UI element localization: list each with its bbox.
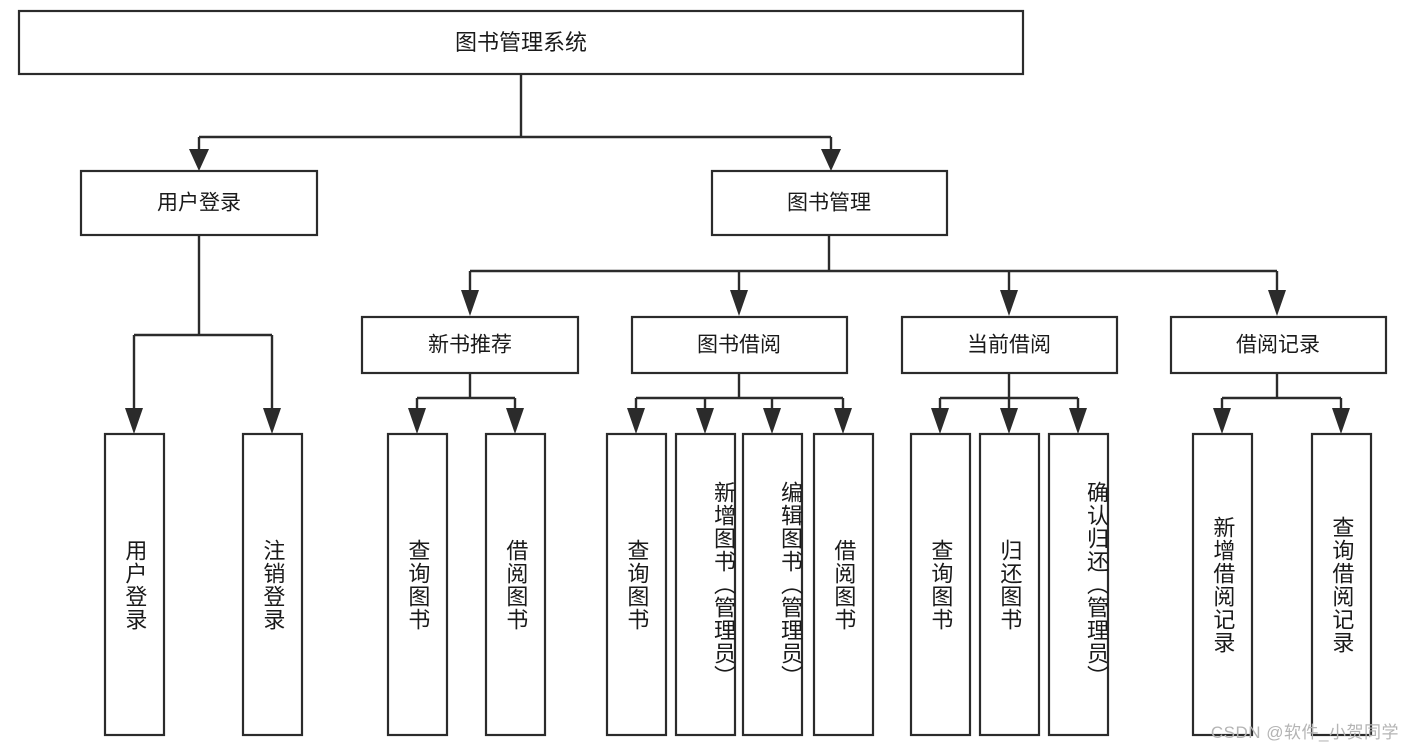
csdn-watermark: CSDN @软件_小贺同学 (1210, 723, 1399, 742)
connector-newbook-to-leaves (408, 373, 524, 434)
leaf-box-borrow-book-2[interactable] (812, 432, 875, 737)
arrow-head-icon (1332, 408, 1350, 434)
arrow-head-icon (931, 408, 949, 434)
node-new-book-recommend-box[interactable] (360, 315, 580, 375)
leaf-box-query-book-2[interactable] (605, 432, 668, 737)
node-book-borrow[interactable]: 图书借阅 (630, 315, 849, 375)
node-root-label: 图书管理系统 (455, 30, 587, 55)
arrow-head-icon (834, 408, 852, 434)
leaf-box-confirm-return[interactable] (1047, 432, 1110, 737)
arrow-head-icon (1213, 408, 1231, 434)
connector-bookmgmt-to-level3 (461, 236, 1286, 316)
arrow-head-icon (506, 408, 524, 434)
node-borrow-record-box[interactable] (1169, 315, 1388, 375)
leaf-box-add-record[interactable] (1191, 432, 1254, 737)
arrow-head-icon (1000, 290, 1018, 316)
node-root[interactable]: 图书管理系统 (17, 9, 1025, 76)
arrow-head-icon (696, 408, 714, 434)
node-book-borrow-label: 图书借阅 (697, 334, 781, 357)
arrow-head-icon (461, 290, 479, 316)
arrow-head-icon (821, 149, 841, 171)
node-book-borrow-box[interactable] (630, 315, 849, 375)
leaf-box-borrow-book-1[interactable] (484, 432, 547, 737)
node-new-book-recommend-label: 新书推荐 (428, 334, 512, 357)
node-user-login-box[interactable] (79, 169, 319, 237)
arrow-head-icon (408, 408, 426, 434)
connector-borrowrecord-to-leaves (1213, 373, 1350, 434)
arrow-head-icon (1069, 408, 1087, 434)
leaf-box-return-book[interactable] (978, 432, 1041, 737)
arrow-head-icon (189, 149, 209, 171)
arrow-head-icon (730, 290, 748, 316)
connector-currentborrow-to-leaves (931, 373, 1087, 434)
node-current-borrow[interactable]: 当前借阅 (900, 315, 1119, 375)
leaf-box-logout[interactable] (241, 432, 304, 737)
arrow-head-icon (763, 408, 781, 434)
leaf-box-user-login[interactable] (103, 432, 166, 737)
node-borrow-record[interactable]: 借阅记录 (1169, 315, 1388, 375)
connector-root-to-level2 (189, 74, 841, 171)
node-root-box[interactable] (17, 9, 1025, 76)
node-user-login[interactable]: 用户登录 (79, 169, 319, 237)
arrow-head-icon (125, 408, 143, 434)
node-book-management[interactable]: 图书管理 (710, 169, 949, 237)
leaf-box-edit-book[interactable] (741, 432, 804, 737)
arrow-head-icon (627, 408, 645, 434)
node-current-borrow-box[interactable] (900, 315, 1119, 375)
node-new-book-recommend[interactable]: 新书推荐 (360, 315, 580, 375)
leaf-box-add-book[interactable] (674, 432, 737, 737)
node-user-login-label: 用户登录 (157, 192, 241, 215)
connector-bookborrow-to-leaves (627, 373, 852, 434)
arrow-head-icon (1000, 408, 1018, 434)
leaf-box-query-book-3[interactable] (909, 432, 972, 737)
leaf-box-query-book-1[interactable] (386, 432, 449, 737)
node-book-management-box[interactable] (710, 169, 949, 237)
arrow-head-icon (1268, 290, 1286, 316)
connector-userlogin-to-leaves (125, 236, 281, 434)
node-book-management-label: 图书管理 (787, 192, 871, 215)
node-current-borrow-label: 当前借阅 (967, 334, 1051, 357)
leaf-boxes-group (103, 432, 1373, 737)
leaf-box-query-record[interactable] (1310, 432, 1373, 737)
node-borrow-record-label: 借阅记录 (1236, 334, 1320, 357)
arrow-head-icon (263, 408, 281, 434)
